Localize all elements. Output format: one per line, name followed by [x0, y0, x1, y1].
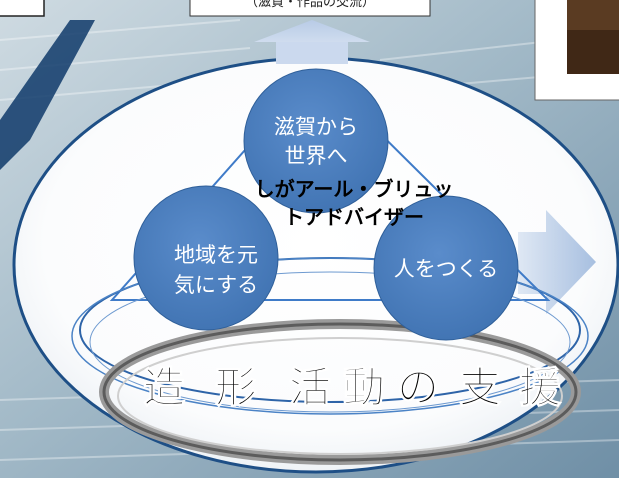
bottom-label-char: 造: [143, 363, 185, 412]
center-label-line1: しがアール・ブリュッ: [255, 177, 454, 201]
right-arrow: [518, 210, 596, 314]
top-left-box: [0, 0, 45, 17]
circle-right-label: 人をつくる: [394, 257, 499, 281]
bottom-label-char: 形: [215, 363, 257, 412]
bottom-label-char: 援: [519, 363, 562, 412]
bottom-label-char: の: [397, 363, 439, 412]
swirl-ribbons: [71, 257, 589, 415]
circle-top-line1: 滋賀から: [274, 115, 358, 139]
photo-image-shade: [567, 30, 619, 74]
center-label-line2: トアドバイザー: [284, 205, 424, 229]
circle-left: [133, 185, 279, 331]
bottom-label-char: 支: [459, 363, 501, 412]
triangle-outline: [109, 68, 551, 301]
circle-top: [243, 68, 389, 214]
bottom-label: 造 形 活 動 の 支 援: [142, 363, 562, 413]
up-arrow-shaft: [276, 42, 348, 64]
bottom-label-char: 動: [343, 363, 385, 412]
top-caption: （滋賀・作品の交流）: [245, 0, 375, 10]
background-dark-wedge: [0, 20, 95, 170]
bottom-label-char: 活: [289, 363, 331, 412]
top-caption-box: [189, 0, 431, 17]
bottom-ring: [99, 319, 581, 465]
circle-top-line2: 世界へ: [285, 144, 348, 168]
circle-left-line2: 気にする: [174, 273, 258, 297]
circle-right: [373, 195, 519, 341]
circle-left-line1: 地域を元: [174, 243, 258, 267]
